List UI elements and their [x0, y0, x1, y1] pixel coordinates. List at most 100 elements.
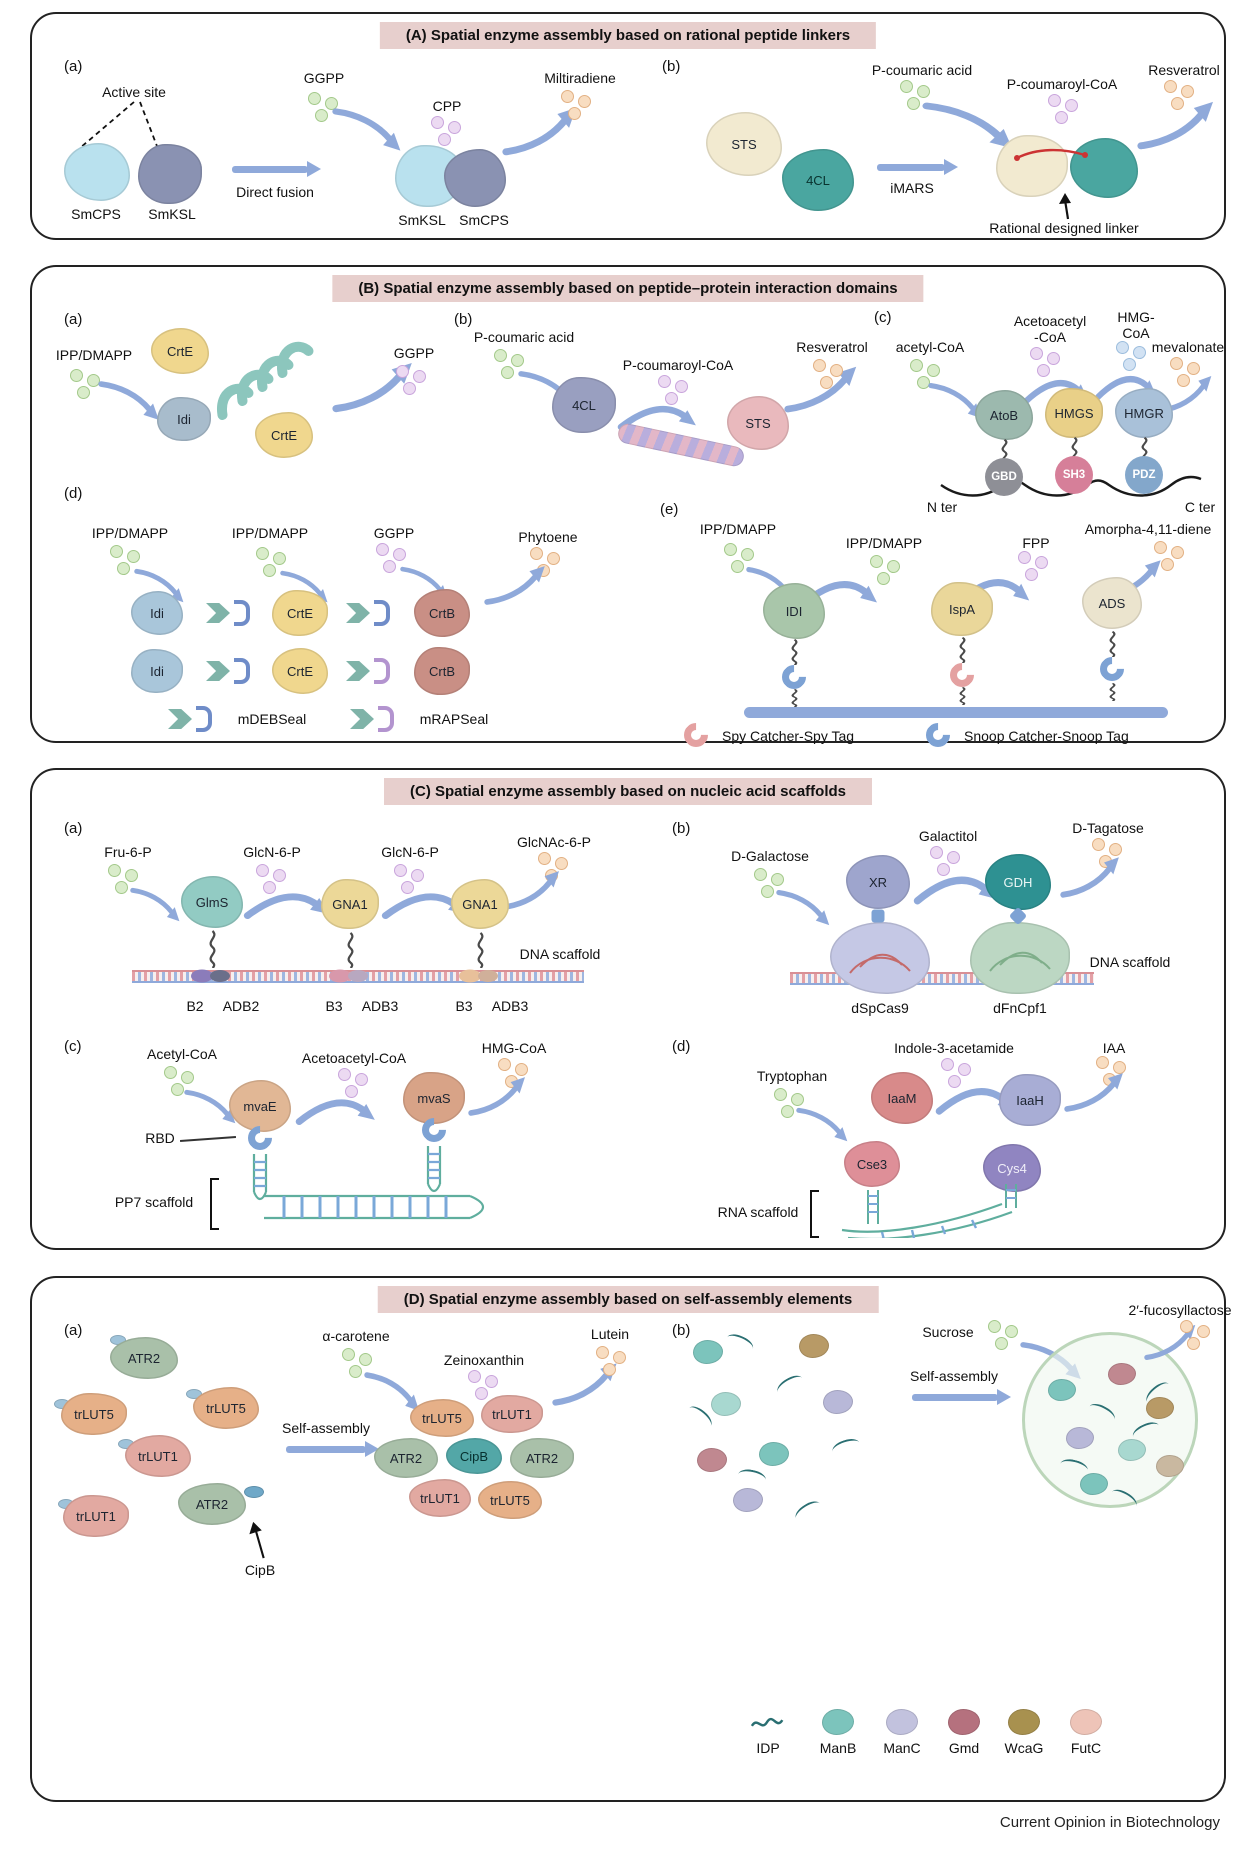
glcn6p-molecules-icon	[392, 864, 428, 896]
enzyme-iaam: IaaM	[871, 1072, 933, 1124]
enzyme-crtb-row1: CrtB	[414, 589, 470, 637]
enzyme-mini	[1108, 1363, 1136, 1385]
hmg-coa-molecules-icon	[1114, 341, 1150, 373]
mevalonate-molecules-icon	[1168, 357, 1204, 389]
panel-b-sub-a-tag: (a)	[64, 311, 83, 328]
ipp-dmapp-label: IPP/DMAPP	[231, 525, 309, 541]
panel-c: (C) Spatial enzyme assembly based on nuc…	[30, 768, 1226, 1250]
zeinoxanthin-label: Zeinoxanthin	[443, 1352, 525, 1368]
fused-smksl-label: SmKSL	[398, 212, 446, 228]
linker-squiggle-icon	[344, 932, 357, 969]
enzyme-mini	[693, 1340, 723, 1364]
idp-tail-icon	[792, 1497, 824, 1525]
reaction-arrow-icon	[1060, 854, 1122, 900]
p-coumaroyl-molecules-icon	[1046, 94, 1082, 126]
assembled-atr2: ATR2	[510, 1438, 574, 1478]
lutein-label: Lutein	[590, 1326, 630, 1342]
ipp-molecules-icon	[868, 555, 904, 587]
cipb-label: CipB	[244, 1562, 276, 1578]
rna-hairpin-icon	[426, 1146, 442, 1193]
membrane-anchor-icon	[58, 1499, 74, 1509]
dfncpf1-label: dFnCpf1	[993, 1000, 1047, 1016]
mevalonate-label: mevalonate	[1151, 339, 1225, 355]
binder-b3-icon	[329, 969, 351, 983]
dna-scaffold-label: DNA scaffold	[519, 946, 601, 962]
enzyme-crte-1: CrtE	[151, 328, 209, 374]
snoop-catcher-legend-icon	[921, 718, 955, 752]
enzyme-gdh: GDH	[985, 854, 1051, 910]
mdebseal-label: mDEBSeal	[237, 711, 307, 727]
dspcas9-label: dSpCas9	[851, 1000, 909, 1016]
futc-label: FutC	[1070, 1740, 1102, 1756]
enzyme-gna1-1: GNA1	[321, 879, 379, 929]
acetoacetyl-label-1: Acetoacetyl	[1013, 313, 1087, 329]
iaa-molecules-icon	[1094, 1056, 1130, 1088]
ggpp-molecules-icon	[374, 543, 410, 575]
smcps-label: SmCPS	[71, 206, 121, 222]
idp-tail-icon	[830, 1436, 862, 1458]
membrane-scaffold-bar	[744, 707, 1168, 718]
reaction-arrow-icon	[796, 1106, 850, 1144]
assembled-trlut1: trLUT1	[481, 1395, 543, 1433]
linker-pointer-arrow-icon	[1059, 193, 1071, 220]
seal-chevron-icon	[206, 603, 230, 623]
scaffold-bracket-icon	[210, 1178, 219, 1230]
reaction-arrow-icon	[98, 379, 162, 423]
reaction-arrow-icon	[184, 1088, 238, 1126]
glcn6p-label: GlcN-6-P	[381, 844, 439, 860]
rbd-label: RBD	[145, 1130, 175, 1146]
enzyme-smcps	[64, 143, 130, 201]
panel-b-sub-d-tag: (d)	[64, 485, 83, 502]
reaction-arrow-icon	[616, 395, 701, 435]
manb-label: ManB	[819, 1740, 857, 1756]
zeinoxanthin-molecules-icon	[466, 1370, 502, 1402]
miltiradiene-label: Miltiradiene	[544, 70, 616, 86]
indole-acetamide-label: Indole-3-acetamide	[894, 1040, 1014, 1056]
enzyme-dfncpf1-body	[970, 922, 1070, 994]
acetyl-coa-label: Acetyl-CoA	[146, 1046, 218, 1062]
enzyme-idi: IDI	[763, 583, 825, 639]
ipp-molecules-icon	[254, 547, 290, 579]
acetoacetyl-coa-label: Acetoacetyl-CoA	[301, 1050, 407, 1066]
pp7-scaffold-label: PP7 scaffold	[114, 1194, 194, 1210]
ggpp-label: GGPP	[393, 345, 435, 361]
assembled-cipb: CipB	[446, 1438, 502, 1474]
ipp-molecules-icon	[722, 543, 758, 575]
panel-d: (D) Spatial enzyme assembly based on sel…	[30, 1276, 1232, 1802]
fused-enzyme-sts	[996, 135, 1068, 197]
ipp-dmapp-label: IPP/DMAPP	[91, 525, 169, 541]
acetoacetyl-molecules-icon	[1028, 347, 1064, 379]
enzyme-mini	[1146, 1397, 1174, 1419]
enzyme-glms: GlmS	[181, 876, 243, 928]
n-ter-label: N ter	[926, 499, 958, 515]
adb3-label: ADB3	[361, 998, 399, 1014]
idp-tail-icon	[774, 1371, 806, 1399]
resveratrol-label: Resveratrol	[1148, 62, 1220, 78]
self-assembly-arrow-icon	[912, 1389, 1011, 1405]
seal-chevron-icon	[350, 709, 374, 729]
ggpp-molecules-icon	[394, 365, 430, 397]
enzyme-gna1-2: GNA1	[451, 879, 509, 929]
journal-footer: Current Opinion in Biotechnology	[999, 1814, 1220, 1831]
binder-adb3-icon	[348, 970, 368, 982]
panel-c-sub-d-tag: (d)	[672, 1038, 691, 1055]
glcnac6p-label: GlcNAc-6-P	[517, 834, 591, 850]
dna-scaffold-label: DNA scaffold	[1089, 954, 1171, 970]
tryptophan-label: Tryptophan	[756, 1068, 828, 1084]
d-galactose-label: D-Galactose	[731, 848, 809, 864]
sucrose-label: Sucrose	[922, 1324, 974, 1340]
enzyme-trlut5: trLUT5	[61, 1393, 127, 1435]
enzyme-mini	[1048, 1379, 1076, 1401]
phytoene-label: Phytoene	[518, 529, 578, 545]
direct-fusion-label: Direct fusion	[236, 184, 314, 200]
connector-square-icon	[871, 909, 885, 923]
manb-legend-icon	[822, 1709, 854, 1735]
acetyl-coa-molecules-icon	[908, 359, 944, 391]
linker-squiggle-icon	[474, 932, 487, 969]
panel-d-sub-b-tag: (b)	[672, 1322, 691, 1339]
adb3-label: ADB3	[491, 998, 529, 1014]
reaction-arrow-icon	[776, 888, 832, 928]
idp-label: IDP	[756, 1740, 780, 1756]
enzyme-atob: AtoB	[975, 390, 1033, 440]
